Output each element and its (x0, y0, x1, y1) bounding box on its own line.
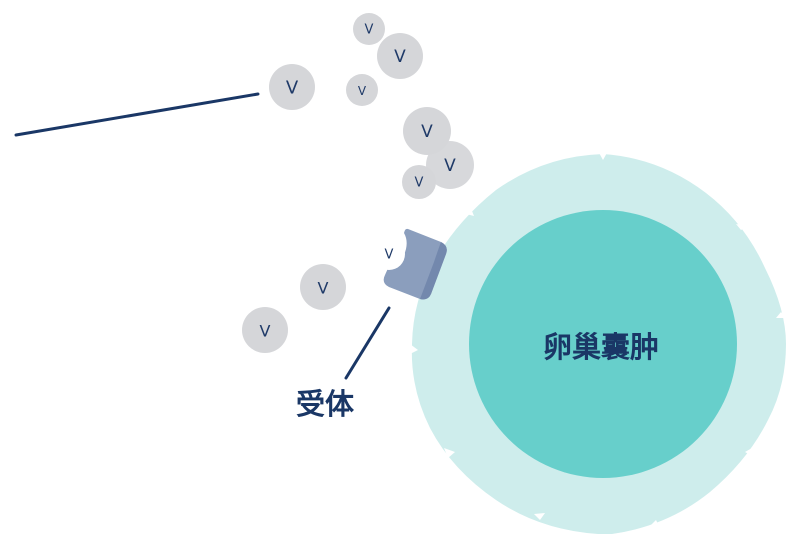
virus-particle: V (353, 13, 385, 45)
receptor-pointer-line (344, 306, 391, 380)
virus-particle: V (300, 264, 346, 310)
svg-text:V: V (385, 248, 394, 263)
cyst-label: 卵巢囊肿 (543, 330, 659, 364)
svg-text:V: V (394, 47, 406, 67)
receptor-label: 受体 (296, 387, 355, 421)
svg-text:V: V (365, 23, 374, 38)
receptor: V (373, 228, 447, 300)
svg-text:V: V (318, 279, 329, 298)
virus-particle: V (269, 64, 315, 110)
svg-text:V: V (421, 122, 433, 142)
virus-particles: V V V V V V V V (242, 13, 474, 353)
svg-text:V: V (358, 84, 367, 98)
virus-particle: V (346, 74, 378, 106)
virus-particle: V (242, 307, 288, 353)
cyst-inner-core (469, 210, 737, 478)
virus-particle: V (402, 165, 436, 199)
svg-text:V: V (415, 176, 424, 191)
svg-text:V: V (260, 322, 271, 341)
receptor-side (420, 242, 447, 300)
svg-text:V: V (444, 156, 456, 176)
virus-particle: V (403, 107, 451, 155)
virus-particle: V (426, 141, 474, 189)
ovarian-cyst: 卵巢囊肿 (410, 151, 786, 534)
svg-text:V: V (286, 78, 299, 99)
cyst-rim-notches (410, 151, 786, 528)
bound-virus-particle: V (373, 238, 405, 270)
virus-particle: V (377, 33, 423, 79)
pointer-line-left (14, 92, 260, 137)
